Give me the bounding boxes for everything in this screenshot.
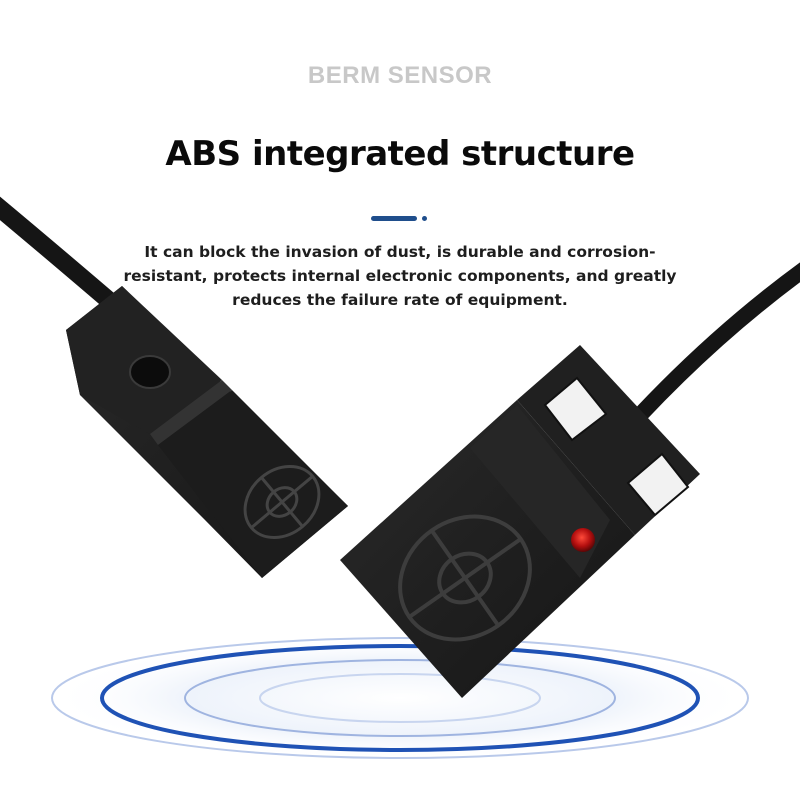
right-sensor: [340, 345, 700, 698]
description-line: resistant, protects internal electronic …: [123, 267, 677, 285]
target-emblem-icon: [398, 514, 532, 642]
divider-dot: [422, 216, 427, 221]
feature-description: It can block the invasion of dust, is du…: [120, 240, 680, 312]
description-line: It can block the invasion of dust, is du…: [144, 243, 656, 261]
right-sensor-cable: [632, 262, 800, 423]
indicator-led-icon: [571, 528, 595, 552]
mount-hole-icon: [129, 355, 171, 389]
detection-ripple-rings: [50, 636, 750, 760]
title-divider: [371, 216, 431, 221]
brand-name: BERM SENSOR: [307, 62, 493, 89]
mount-slot-icon: [626, 452, 690, 517]
left-sensor: [66, 286, 348, 578]
left-sensor-cable: [0, 196, 129, 319]
page-title: ABS integrated structure: [165, 134, 635, 174]
target-emblem-icon: [243, 464, 321, 540]
description-line: reduces the failure rate of equipment.: [232, 291, 568, 309]
divider-bar: [371, 216, 417, 221]
mount-slot-icon: [543, 376, 608, 442]
